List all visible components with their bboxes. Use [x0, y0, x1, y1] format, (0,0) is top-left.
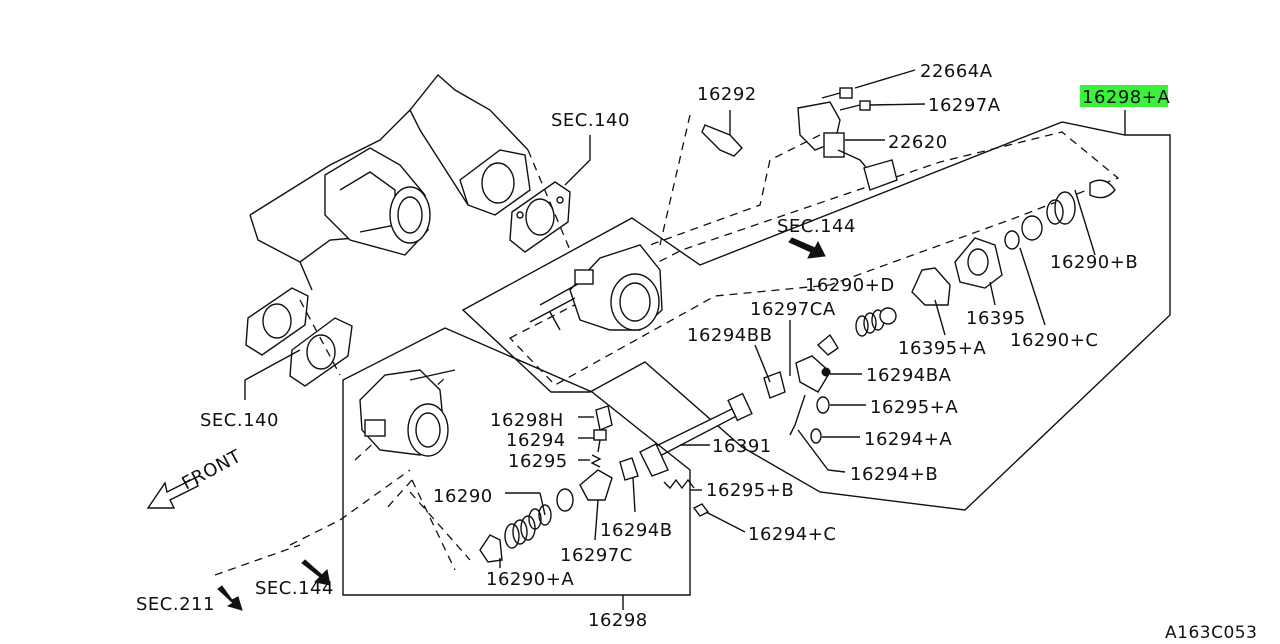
leader-lines [499, 69, 1096, 568]
spring-16290D [816, 307, 897, 356]
assembly-outline-16298A [461, 121, 1171, 511]
label-16298[interactable]: 16298 [588, 610, 648, 631]
label-16294A[interactable]: 16294+A [864, 429, 952, 450]
throttle-position-sensor [797, 101, 898, 191]
label-16290[interactable]: 16290 [433, 486, 493, 507]
spring-16295B [663, 478, 710, 517]
cam-16290B-parts [1004, 179, 1116, 250]
arrow-sec144-lower [301, 559, 331, 586]
throttle-body-lower [359, 369, 456, 457]
shaft-16391 [639, 392, 753, 477]
cap-16298H [595, 405, 613, 431]
gasket-upper [509, 181, 571, 253]
spring-16290 [528, 488, 574, 530]
label-16290C[interactable]: 16290+C [1010, 330, 1098, 351]
label-16294BB[interactable]: 16294BB [687, 325, 772, 346]
label-16295B[interactable]: 16295+B [706, 480, 794, 501]
figure-code: A163C053 [1165, 623, 1257, 640]
arrow-sec144-upper [788, 237, 826, 259]
screw-16294 [593, 429, 607, 453]
throttle-body-upper [529, 244, 663, 331]
lever-16297C [579, 469, 613, 501]
arrow-sec211 [217, 585, 243, 611]
label-16391[interactable]: 16391 [712, 436, 772, 457]
label-sec144-upper[interactable]: SEC.144 [777, 216, 856, 237]
label-16290B[interactable]: 16290+B [1050, 252, 1138, 273]
label-sec211[interactable]: SEC.211 [136, 594, 215, 615]
bolt-16292 [701, 124, 743, 157]
label-16290D[interactable]: 16290+D [805, 275, 895, 296]
label-sec140-upper[interactable]: SEC.140 [551, 110, 630, 131]
label-16297C[interactable]: 16297C [560, 545, 633, 566]
label-16290A[interactable]: 16290+A [486, 569, 574, 590]
label-22664A[interactable]: 22664A [920, 61, 993, 82]
label-16294BA[interactable]: 16294BA [866, 365, 952, 386]
screws-16295A-16294A [789, 394, 830, 444]
spring-16295 [590, 454, 602, 468]
screw-16297A [839, 100, 871, 111]
cam-16395A [911, 267, 951, 306]
label-16294B-lower[interactable]: 16294B [600, 520, 673, 541]
label-16395[interactable]: 16395 [966, 308, 1026, 329]
gasket-lower-2 [289, 317, 353, 387]
callout-labels: 22664A 16297A 22620 16292 16298+A SEC.14… [136, 61, 1257, 643]
front-arrow [146, 477, 199, 509]
spring-16290A [479, 515, 536, 563]
label-16295A[interactable]: 16295+A [870, 397, 958, 418]
highlight-16298A [1080, 85, 1168, 107]
label-16298A[interactable]: 16298+A [1082, 87, 1170, 108]
label-16395A[interactable]: 16395+A [898, 338, 986, 359]
label-16294C[interactable]: 16294+C [748, 524, 836, 545]
label-front: FRONT [178, 446, 245, 495]
bushing-16294B [619, 457, 639, 481]
cam-16395 [954, 237, 1003, 289]
gasket-lower-1 [245, 287, 309, 356]
label-22620[interactable]: 22620 [888, 132, 948, 153]
label-sec144-lower[interactable]: SEC.144 [255, 578, 334, 599]
label-16297A[interactable]: 16297A [928, 95, 1001, 116]
bolt-22664A [821, 87, 853, 99]
label-16297CA[interactable]: 16297CA [750, 299, 836, 320]
assembly-outline-16298 [342, 327, 691, 596]
label-sec140-lower[interactable]: SEC.140 [200, 410, 279, 431]
label-16294[interactable]: 16294 [506, 430, 566, 451]
intake-manifold-drawing [249, 73, 531, 291]
label-16292[interactable]: 16292 [697, 84, 757, 105]
label-16298H[interactable]: 16298H [490, 410, 564, 431]
label-16295[interactable]: 16295 [508, 451, 568, 472]
label-16294B-right[interactable]: 16294+B [850, 464, 938, 485]
lever-16294BA [763, 355, 831, 399]
